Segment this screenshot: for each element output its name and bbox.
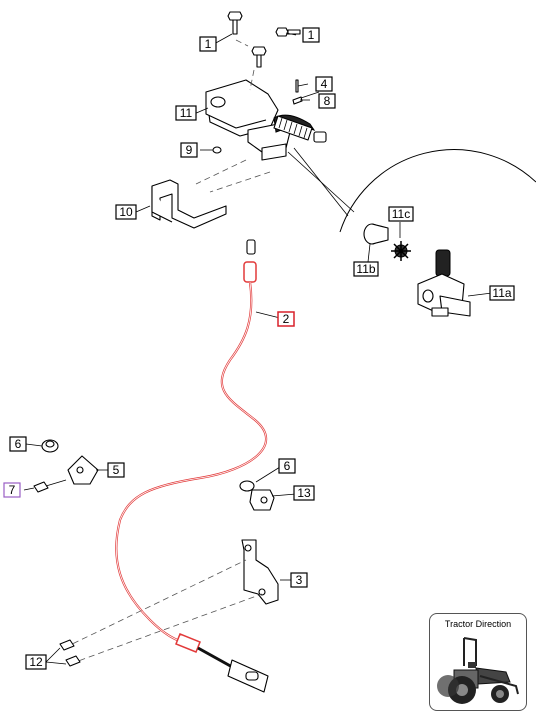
clip-6-left — [41, 439, 59, 453]
svg-text:3: 3 — [296, 573, 303, 587]
lever-assembly-11 — [205, 79, 327, 161]
bolt-7 — [33, 479, 67, 493]
tractor-icon — [437, 637, 519, 704]
svg-text:1: 1 — [205, 37, 212, 51]
svg-text:11: 11 — [180, 106, 193, 120]
callout-3[interactable]: 3 — [290, 572, 308, 588]
callout-1-top-right[interactable]: 1 — [302, 27, 320, 43]
mount-bracket-3 — [241, 539, 279, 605]
inset-title: Tractor Direction — [444, 619, 512, 629]
svg-text:9: 9 — [186, 143, 193, 157]
callout-6-left[interactable]: 6 — [9, 436, 27, 452]
bolts-12 — [59, 639, 81, 667]
callout-11[interactable]: 11 — [175, 105, 197, 121]
callout-5[interactable]: 5 — [107, 462, 125, 478]
cable-2 — [115, 239, 269, 693]
callout-11a[interactable]: 11a — [489, 285, 515, 301]
callout-10[interactable]: 10 — [115, 204, 137, 220]
tractor-direction-inset: Tractor Direction — [429, 613, 527, 711]
bolt-top-left — [227, 11, 243, 35]
callout-12[interactable]: 12 — [25, 654, 47, 670]
callout-6-right[interactable]: 6 — [278, 458, 296, 474]
callout-11b[interactable]: 11b — [353, 261, 379, 277]
svg-text:11b: 11b — [356, 262, 375, 276]
svg-text:11c: 11c — [392, 207, 410, 221]
svg-text:10: 10 — [119, 205, 133, 219]
callout-2[interactable]: 2 — [277, 311, 295, 327]
pin-4 — [295, 79, 299, 93]
bracket-5 — [67, 455, 99, 485]
callout-8[interactable]: 8 — [318, 93, 336, 109]
svg-text:1: 1 — [308, 28, 315, 42]
gear-11c — [391, 241, 411, 261]
spring — [273, 115, 313, 141]
callout-7[interactable]: 7 — [3, 482, 21, 498]
pin-11b — [363, 223, 389, 263]
svg-text:2: 2 — [283, 312, 290, 326]
callout-11c[interactable]: 11c — [388, 206, 414, 222]
bolt-top-right — [275, 27, 301, 37]
clip-6-right — [239, 480, 255, 492]
bolt-center — [251, 46, 267, 68]
callout-13[interactable]: 13 — [293, 485, 315, 501]
svg-text:6: 6 — [15, 437, 22, 451]
clip-13 — [249, 489, 275, 511]
svg-text:11a: 11a — [492, 286, 511, 300]
svg-text:7: 7 — [9, 483, 16, 497]
svg-text:5: 5 — [113, 463, 120, 477]
clevis — [227, 659, 269, 693]
screw-8 — [292, 91, 320, 105]
callout-4[interactable]: 4 — [315, 76, 333, 92]
svg-text:8: 8 — [324, 94, 331, 108]
cam-11a — [417, 249, 471, 317]
callout-9[interactable]: 9 — [180, 142, 198, 158]
svg-text:13: 13 — [297, 486, 311, 500]
callout-1-top-left[interactable]: 1 — [199, 36, 217, 52]
svg-text:4: 4 — [321, 77, 328, 91]
svg-text:12: 12 — [29, 655, 43, 669]
bracket-10 — [151, 179, 227, 229]
detail-view-circle — [287, 147, 536, 317]
svg-text:6: 6 — [284, 459, 291, 473]
